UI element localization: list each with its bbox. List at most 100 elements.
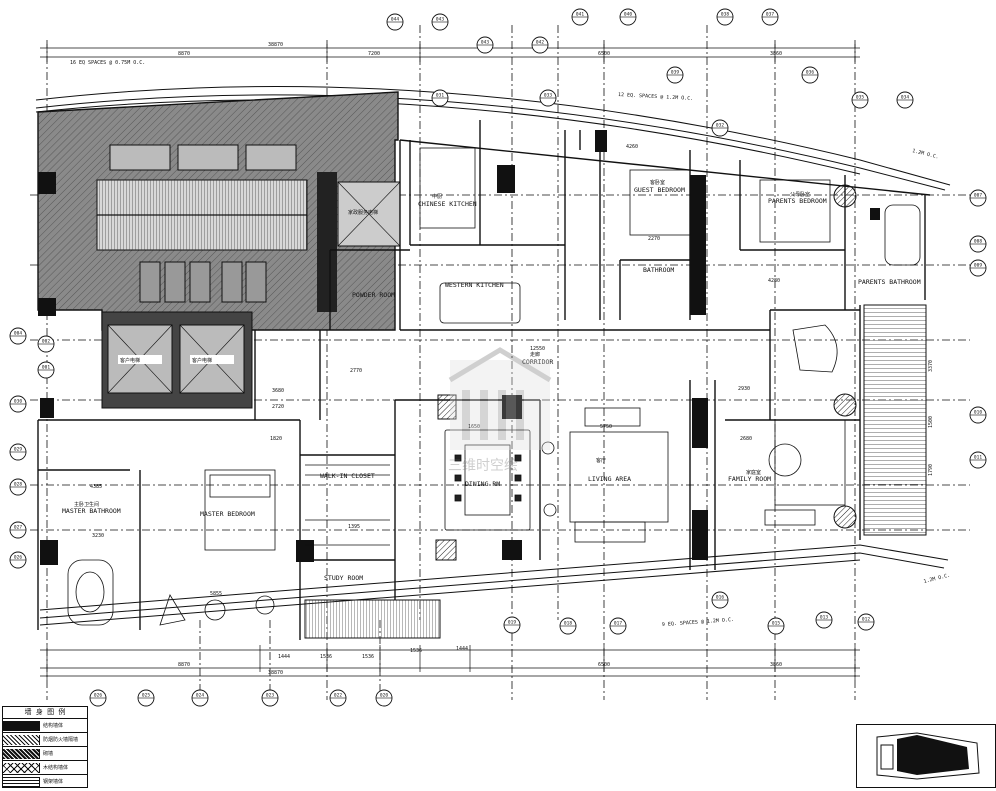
grid-bubble-bottom: 023 <box>261 689 279 707</box>
svg-text:38870: 38870 <box>268 670 283 676</box>
svg-text:2930: 2930 <box>738 386 750 392</box>
svg-text:1.2M O.C.: 1.2M O.C. <box>912 148 940 160</box>
svg-text:客厅: 客厅 <box>596 457 606 464</box>
svg-text:001: 001 <box>42 365 50 371</box>
legend-swatch-solid <box>3 720 40 731</box>
grid-bubble-right: 009 <box>969 259 987 277</box>
svg-text:018: 018 <box>564 621 572 627</box>
svg-text:030: 030 <box>14 399 22 405</box>
svg-text:041: 041 <box>576 12 584 18</box>
grid-bubble-top: 039 <box>666 66 684 84</box>
building-core: 家政服务电梯 客户电梯 客户电梯 <box>37 91 401 409</box>
grid-bubble-left: 002 <box>37 335 55 353</box>
svg-text:12550: 12550 <box>530 346 545 352</box>
round-columns <box>833 184 857 529</box>
svg-text:三维时空绘: 三维时空绘 <box>448 458 518 474</box>
svg-text:GUEST BEDROOM: GUEST BEDROOM <box>634 186 685 194</box>
svg-text:DINING RM: DINING RM <box>465 480 500 488</box>
grid-bubble-top: 032 <box>711 119 729 137</box>
svg-text:016: 016 <box>716 595 724 601</box>
svg-text:025: 025 <box>142 693 150 699</box>
svg-text:015: 015 <box>772 621 780 627</box>
svg-text:客卧室: 客卧室 <box>650 179 665 186</box>
svg-text:037: 037 <box>766 12 774 18</box>
grid-bubble-top: 034 <box>896 91 914 109</box>
grid-bubble-top: 033 <box>539 89 557 107</box>
grid-bubble-top: 035 <box>851 91 869 109</box>
svg-text:1820: 1820 <box>270 436 282 442</box>
grid-bubble-top: 041 <box>571 8 589 26</box>
svg-text:002: 002 <box>42 339 50 345</box>
svg-text:FAMILY ROOM: FAMILY ROOM <box>728 475 771 483</box>
svg-text:008: 008 <box>974 239 982 245</box>
svg-text:038: 038 <box>721 12 729 18</box>
grid-bubble-top: 036 <box>801 66 819 84</box>
grid-bubble-bottom: 022 <box>329 689 347 707</box>
grid-bubble-left: 030 <box>9 395 27 413</box>
svg-text:走廊: 走廊 <box>530 351 540 358</box>
svg-text:1444: 1444 <box>456 646 468 652</box>
grid-bubble-right: 008 <box>969 235 987 253</box>
svg-text:主卧卫生间: 主卧卫生间 <box>74 501 99 508</box>
svg-text:036: 036 <box>806 70 814 76</box>
grid-bubble-right: 011 <box>969 451 987 469</box>
svg-text:010: 010 <box>974 410 982 416</box>
grid-bubble-left: 029 <box>9 443 27 461</box>
svg-text:客户电梯: 客户电梯 <box>120 357 140 364</box>
svg-text:家政服务电梯: 家政服务电梯 <box>348 209 378 216</box>
svg-text:4280: 4280 <box>768 278 780 284</box>
svg-text:4385: 4385 <box>90 484 102 490</box>
svg-text:028: 028 <box>14 482 22 488</box>
svg-text:034: 034 <box>901 95 909 101</box>
watermark-logo: 三维时空绘 <box>448 347 552 474</box>
grid-bubble-bottom: 017 <box>609 617 627 635</box>
svg-text:PARENTS BEDROOM: PARENTS BEDROOM <box>768 197 827 205</box>
grid-bubble-bottom: 015 <box>767 617 785 635</box>
grid-bubble-top: 037 <box>761 8 779 26</box>
svg-text:035: 035 <box>856 95 864 101</box>
svg-text:033: 033 <box>544 93 552 99</box>
svg-text:020: 020 <box>380 693 388 699</box>
grid-bubble-bottom: 019 <box>503 616 521 634</box>
svg-text:013: 013 <box>820 615 828 621</box>
svg-text:WALK-IN CLOSET: WALK-IN CLOSET <box>320 472 375 480</box>
svg-text:026: 026 <box>14 555 22 561</box>
svg-text:8870: 8870 <box>178 662 190 668</box>
svg-text:019: 019 <box>508 620 516 626</box>
grid-bubble-top: 043 <box>431 13 449 31</box>
grid-bubble-left: 001 <box>37 361 55 379</box>
grid-bubble-bottom: 024 <box>191 689 209 707</box>
legend-swatch-x <box>3 762 40 773</box>
svg-text:012: 012 <box>862 617 870 623</box>
svg-text:家庭室: 家庭室 <box>746 469 761 476</box>
grid-bubble-bottom: 025 <box>137 689 155 707</box>
svg-text:1444: 1444 <box>278 654 290 660</box>
grid-bubble-right: 010 <box>969 406 987 424</box>
grid-bubble-bottom: 018 <box>559 617 577 635</box>
grid-bubble-bottom: 013 <box>815 611 833 629</box>
grid-bubble-bottom: 016 <box>711 591 729 609</box>
legend-swatch-hatch <box>3 734 40 745</box>
svg-text:6500: 6500 <box>598 51 610 57</box>
svg-text:3370: 3370 <box>928 360 934 372</box>
svg-text:022: 022 <box>334 693 342 699</box>
svg-text:9 EQ. SPACES @ 1.2M O.C.: 9 EQ. SPACES @ 1.2M O.C. <box>662 617 734 628</box>
svg-text:4260: 4260 <box>626 144 638 150</box>
svg-text:6500: 6500 <box>598 662 610 668</box>
legend-item: 防烟防火墙隔墙 <box>3 733 87 747</box>
room-labels: 中厨 CHINESE KITCHEN 客卧室 GUEST BEDROOM 父母卧… <box>62 179 921 582</box>
svg-text:12 EQ. SPACES @ 1.2M O.C.: 12 EQ. SPACES @ 1.2M O.C. <box>618 92 693 102</box>
terrace <box>304 304 927 639</box>
svg-text:1536: 1536 <box>362 654 374 660</box>
svg-text:1.2M O.C.: 1.2M O.C. <box>923 573 951 585</box>
svg-text:CORRIDOR: CORRIDOR <box>522 358 553 366</box>
svg-text:039: 039 <box>671 70 679 76</box>
key-plan-drawing <box>876 732 980 780</box>
furniture <box>67 147 921 626</box>
interior-dimensions: 4260 2270 4280 12550 5750 1650 2770 3680… <box>90 144 934 597</box>
svg-text:2270: 2270 <box>648 236 660 242</box>
svg-text:1536: 1536 <box>410 648 422 654</box>
legend-item: 木结构墙体 <box>3 761 87 775</box>
svg-text:043: 043 <box>436 17 444 23</box>
